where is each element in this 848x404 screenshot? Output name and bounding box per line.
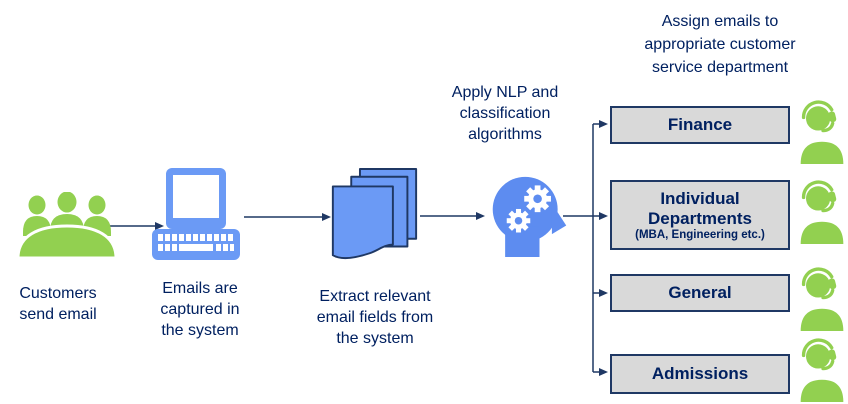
department-sublabel: (MBA, Engineering etc.) bbox=[635, 228, 765, 241]
customers-label: Customers send email bbox=[19, 285, 97, 323]
extract-fields-label: Extract relevant email fields from the s… bbox=[316, 288, 434, 347]
headset-agent-icon bbox=[800, 100, 844, 164]
assign-departments-title: Assign emails to appropriate customer se… bbox=[644, 13, 796, 76]
department-label: Finance bbox=[667, 115, 733, 134]
department-box-admissions: Admissions bbox=[610, 354, 790, 394]
department-box-general: General bbox=[610, 274, 790, 312]
department-box-finance: Finance bbox=[610, 106, 790, 144]
apply-nlp-label: Apply NLP and classification algorithms bbox=[451, 84, 559, 143]
department-label: Admissions bbox=[651, 364, 749, 383]
people-group-icon bbox=[16, 192, 118, 258]
documents-icon bbox=[331, 168, 418, 260]
department-label: General bbox=[668, 283, 732, 302]
headset-agent-icon bbox=[800, 180, 844, 244]
department-box-individual-departments: Individual Departments (MBA, Engineering… bbox=[610, 180, 790, 250]
emails-captured-label: Emails are captured in the system bbox=[160, 280, 240, 339]
department-label: Individual Departments bbox=[648, 188, 752, 228]
headset-agent-icon bbox=[800, 267, 844, 331]
laptop-icon bbox=[152, 168, 240, 260]
headset-agent-icon bbox=[800, 338, 844, 402]
head-gears-icon bbox=[492, 176, 567, 257]
